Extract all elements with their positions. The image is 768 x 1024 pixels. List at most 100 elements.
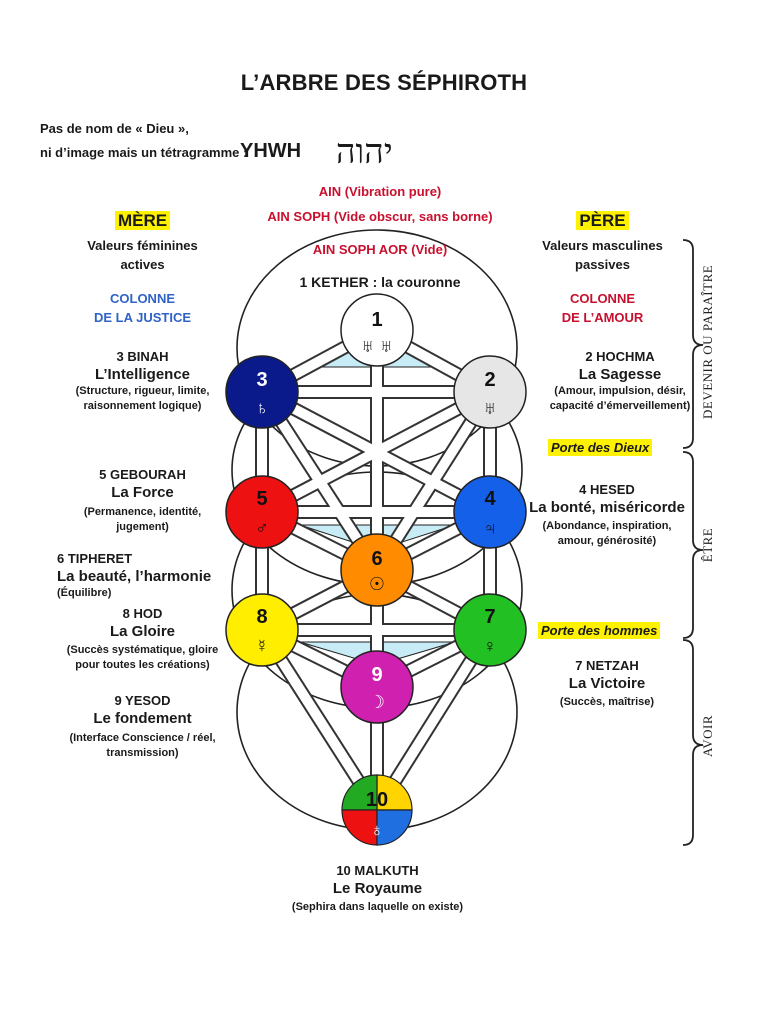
hochma-desc-2: capacité d’émerveillement) bbox=[549, 400, 691, 412]
hesed-symbol-icon: ♃ bbox=[483, 518, 497, 538]
tipheret-symbol-icon: ☉ bbox=[369, 574, 385, 594]
colonne-amour-2: DE L’AMOUR bbox=[561, 310, 644, 325]
netzah-text: 7 NETZAH La Victoire (Succès, maîtrise) bbox=[522, 657, 692, 710]
bracket-etre bbox=[682, 451, 704, 639]
mere-heading: MÈRE bbox=[114, 211, 171, 230]
porte-hommes-label: Porte des hommes bbox=[538, 622, 661, 639]
pere-heading-wrap: PÈRE bbox=[520, 211, 685, 231]
binah-symbol-icon: ♄ bbox=[255, 398, 269, 418]
hesed-desc-2: amour, générosité) bbox=[557, 535, 657, 547]
mere-heading-wrap: MÈRE bbox=[60, 211, 225, 231]
netzah-symbol-icon: ♀ bbox=[483, 636, 497, 656]
binah-number: 3 bbox=[256, 369, 267, 391]
tipheret-circle bbox=[340, 533, 414, 607]
colonne-amour-1: COLONNE bbox=[570, 291, 635, 306]
hod-desc-2: pour toutes les créations) bbox=[75, 659, 210, 671]
hochma-number: 2 bbox=[484, 369, 495, 391]
malkuth-desc-1: (Sephira dans laquelle on existe) bbox=[291, 901, 464, 913]
hod-name: 8 HOD bbox=[122, 606, 163, 621]
tipheret-name: 6 TIPHERET bbox=[57, 551, 133, 566]
binah-desc-2: raisonnement logique) bbox=[83, 400, 202, 412]
hochma-text: 2 HOCHMA La Sagesse (Amour, impulsion, d… bbox=[525, 348, 715, 414]
devenir-label: DEVENIR OU PARAÎTRE bbox=[700, 264, 715, 419]
hochma-symbol-icon: ♅ bbox=[483, 398, 497, 418]
malkuth-name: 10 MALKUTH bbox=[336, 863, 419, 878]
yesod-desc-1: (Interface Conscience / réel, bbox=[69, 732, 216, 744]
ain-soph-aor-label: AIN SOPH AOR (Vide) bbox=[312, 242, 448, 257]
mere-values-1: Valeurs féminines bbox=[87, 238, 198, 253]
netzah-desc-1: (Succès, maîtrise) bbox=[559, 696, 655, 708]
hesed-text: 4 HESED La bonté, miséricorde (Abondance… bbox=[522, 481, 692, 549]
tipheret-meaning: La beauté, l’harmonie bbox=[57, 568, 212, 585]
malkuth-number: 10 bbox=[366, 789, 388, 811]
intro-line-1: Pas de nom de « Dieu », bbox=[40, 121, 189, 136]
hebrew-tetragram: יהוה bbox=[336, 132, 393, 172]
gebourah-desc-1: (Permanence, identité, bbox=[83, 506, 202, 518]
gebourah-meaning: La Force bbox=[111, 484, 174, 501]
binah-meaning: L’Intelligence bbox=[94, 366, 191, 383]
hochma-circle bbox=[453, 355, 527, 429]
malkuth-symbol-icon: ♁ bbox=[370, 820, 384, 840]
hochma-name: 2 HOCHMA bbox=[585, 349, 655, 364]
paths-fill bbox=[257, 325, 495, 813]
hesed-desc-1: (Abondance, inspiration, bbox=[542, 520, 672, 532]
yesod-text: 9 YESOD Le fondement (Interface Conscien… bbox=[45, 692, 240, 761]
ain-soph-label: AIN SOPH (Vide obscur, sans borne) bbox=[267, 209, 493, 224]
porte-dieux-label: Porte des Dieux bbox=[548, 439, 653, 456]
hod-meaning: La Gloire bbox=[109, 623, 176, 640]
binah-text: 3 BINAH L’Intelligence (Structure, rigue… bbox=[45, 348, 240, 414]
kether-label: 1 KETHER : la couronne bbox=[299, 274, 461, 290]
malkuth-meaning: Le Royaume bbox=[332, 880, 423, 897]
hesed-meaning: La bonté, miséricorde bbox=[529, 499, 685, 516]
right-brackets bbox=[682, 239, 704, 846]
hod-number: 8 bbox=[256, 606, 267, 628]
page-title: L’ARBRE DES SÉPHIROTH bbox=[240, 70, 528, 95]
hod-symbol-icon: ☿ bbox=[255, 636, 269, 656]
bracket-avoir bbox=[682, 639, 704, 846]
kether-circle bbox=[340, 293, 414, 367]
tipheret-number: 6 bbox=[371, 548, 382, 570]
intro-line-2: ni d’image mais un tétragramme : bbox=[40, 145, 248, 160]
malkuth-circle bbox=[341, 774, 413, 846]
tipheret-text: 6 TIPHERET La beauté, l’harmonie (Équili… bbox=[57, 550, 211, 601]
avoir-label: AVOIR bbox=[700, 715, 715, 757]
etre-label: ÊTRE bbox=[700, 527, 715, 563]
hod-text: 8 HOD La Gloire (Succès systématique, gl… bbox=[45, 605, 240, 673]
gebourah-desc-2: jugement) bbox=[116, 521, 169, 533]
colonne-justice-1: COLONNE bbox=[110, 291, 175, 306]
sephiroth-numbers: 1 2 3 4 5 6 7 8 9 10 bbox=[256, 309, 496, 811]
gebourah-symbol-icon: ♂ bbox=[255, 518, 269, 538]
porte-hommes: Porte des hommes bbox=[538, 622, 661, 640]
bracket-devenir bbox=[682, 239, 704, 449]
colonne-justice-2: DE LA JUSTICE bbox=[93, 310, 192, 325]
hesed-number: 4 bbox=[484, 488, 496, 510]
hod-circle bbox=[225, 593, 299, 667]
planet-symbols: ♅ ♅ ♅ ♄ ♃ ♂ ☉ ♀ ☿ ☽ ♁ bbox=[255, 336, 497, 840]
mere-values-2: actives bbox=[120, 257, 165, 272]
yesod-name: 9 YESOD bbox=[114, 693, 171, 708]
yesod-circle bbox=[340, 650, 414, 724]
malkuth-text: 10 MALKUTH Le Royaume (Sephira dans laqu… bbox=[230, 862, 525, 915]
netzah-meaning: La Victoire bbox=[568, 675, 646, 692]
hochma-meaning: La Sagesse bbox=[578, 366, 662, 383]
yesod-symbol-icon: ☽ bbox=[369, 692, 385, 712]
kether-number: 1 bbox=[371, 309, 382, 331]
pere-values-2: passives bbox=[575, 257, 630, 272]
hesed-circle bbox=[453, 475, 527, 549]
netzah-name: 7 NETZAH bbox=[575, 658, 639, 673]
tipheret-desc-1: (Équilibre) bbox=[57, 587, 112, 599]
netzah-circle bbox=[453, 593, 527, 667]
binah-name: 3 BINAH bbox=[116, 349, 169, 364]
sephiroth bbox=[225, 293, 527, 724]
yesod-desc-2: transmission) bbox=[106, 747, 179, 759]
hesed-name: 4 HESED bbox=[579, 482, 635, 497]
gebourah-text: 5 GEBOURAH La Force (Permanence, identit… bbox=[45, 466, 240, 535]
yhwh-label: YHWH bbox=[240, 140, 302, 162]
pere-values-1: Valeurs masculines bbox=[542, 238, 663, 253]
hochma-desc-1: (Amour, impulsion, désir, bbox=[554, 385, 686, 397]
netzah-number: 7 bbox=[484, 606, 495, 628]
hod-desc-1: (Succès systématique, gloire bbox=[66, 644, 219, 656]
gebourah-number: 5 bbox=[256, 488, 267, 510]
binah-desc-1: (Structure, rigueur, limite, bbox=[75, 385, 210, 397]
